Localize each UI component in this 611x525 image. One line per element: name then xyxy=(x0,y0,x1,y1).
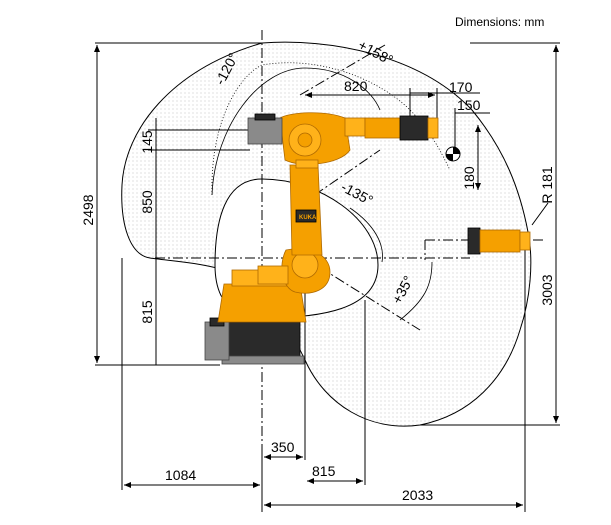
dim-815-bottom-label: 815 xyxy=(312,463,336,479)
robot-extended-wrist xyxy=(467,227,531,255)
upper-reach-arc xyxy=(211,67,381,196)
dim-2033-label: 2033 xyxy=(402,487,433,503)
dim-150-label: 150 xyxy=(457,97,481,113)
angle-158-line xyxy=(299,44,386,96)
robot-logo: KUKA xyxy=(299,215,317,221)
dim-815-left-label: 815 xyxy=(139,300,155,324)
arc-135 xyxy=(349,207,383,263)
angle-minus135-line xyxy=(299,149,381,206)
dim-1084-label: 1084 xyxy=(165,467,196,483)
dim-850-label: 850 xyxy=(139,190,155,214)
dim-350-label: 350 xyxy=(271,439,295,455)
robot-lower-arm: KUKA xyxy=(289,164,323,256)
dim-180-label: 180 xyxy=(461,166,477,190)
dim-2498-label: 2498 xyxy=(80,194,96,225)
tcp-marker-quadrant-a xyxy=(453,147,460,154)
tcp-marker-quadrant-b xyxy=(446,154,453,161)
robot-upper-arm xyxy=(247,112,439,165)
arc-35 xyxy=(399,261,433,321)
units-note: Dimensions: mm xyxy=(455,15,544,29)
robot-shoulder xyxy=(257,248,331,294)
dim-145-label: 145 xyxy=(139,130,155,154)
dim-170-label: 170 xyxy=(449,79,473,95)
dim-r181-label: R 181 xyxy=(539,166,555,204)
dim-r181-leader xyxy=(531,202,549,226)
dim-3003-label: 3003 xyxy=(539,274,555,305)
dim-820-label: 820 xyxy=(344,78,368,94)
robot-elbow-cap xyxy=(295,159,319,169)
